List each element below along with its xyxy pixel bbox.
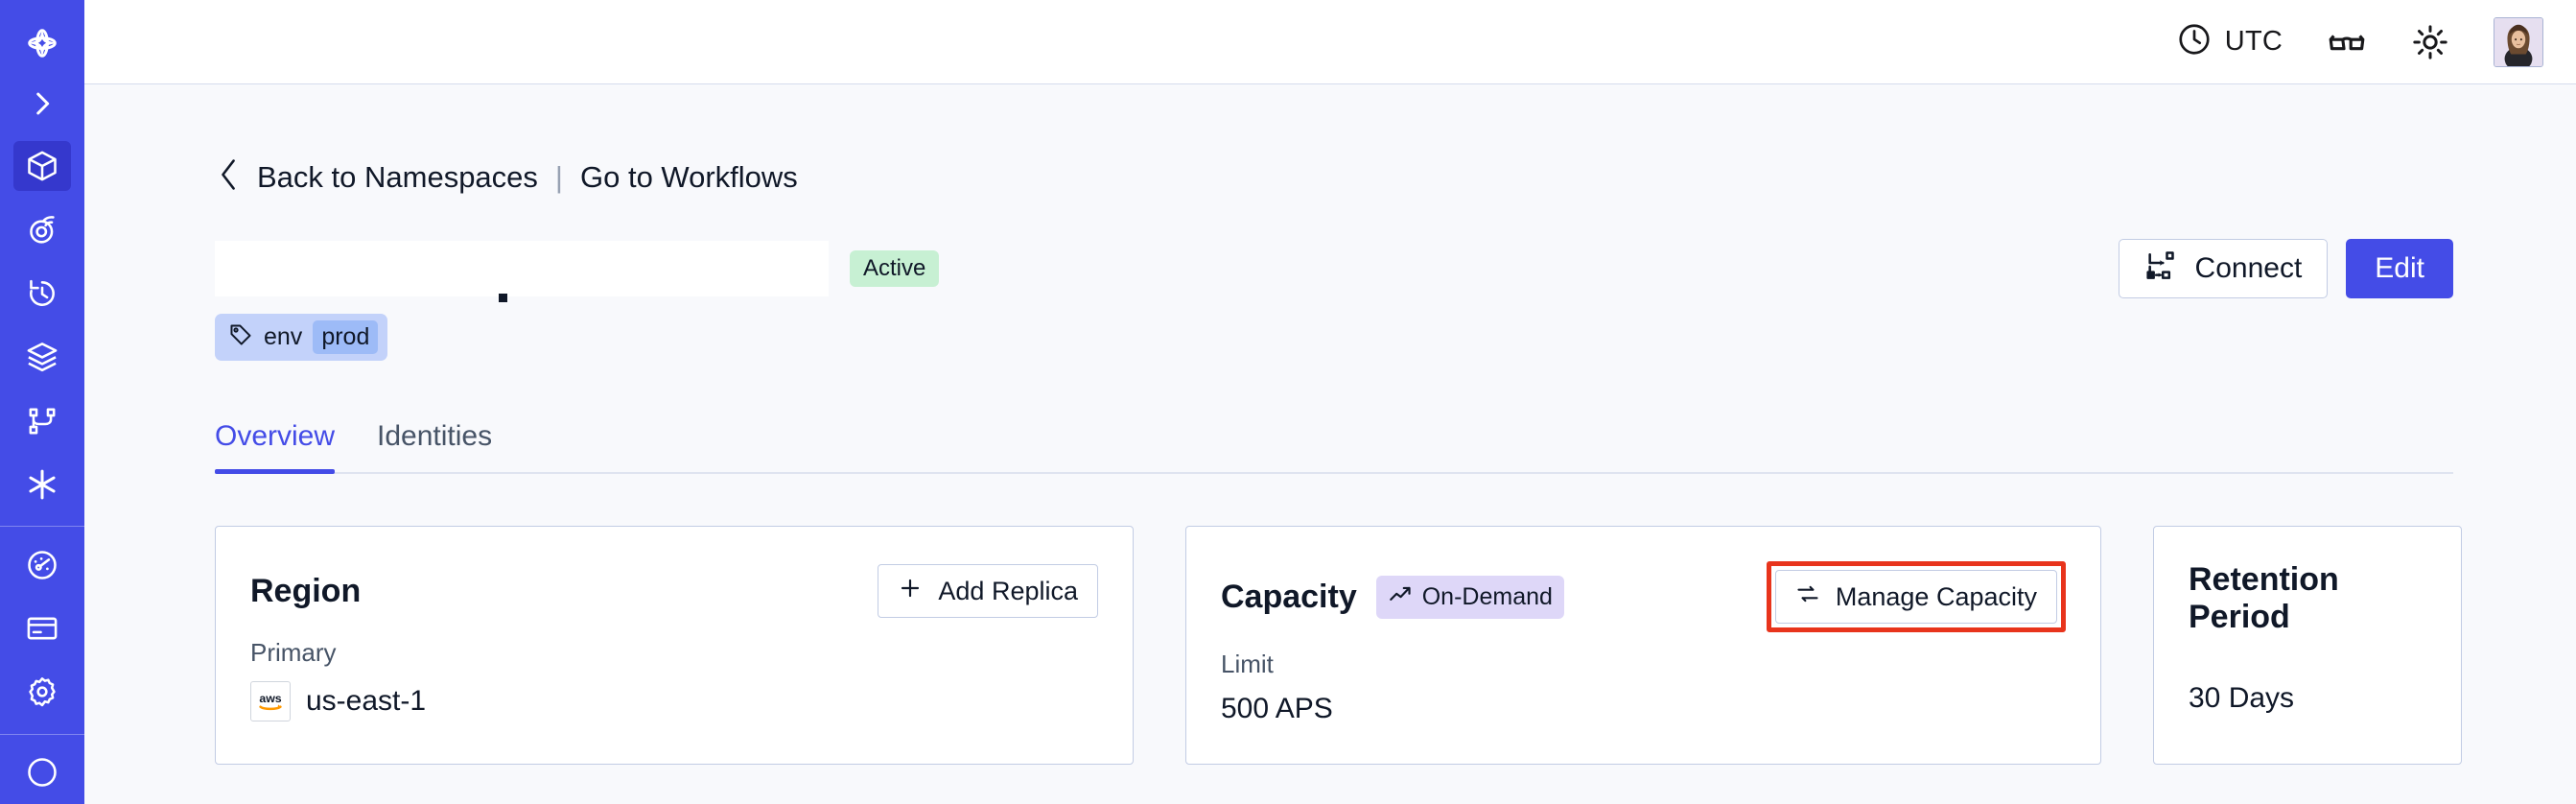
sidebar-item-settings[interactable] [13, 667, 71, 717]
tag-key: env [264, 323, 303, 350]
tab-overview[interactable]: Overview [215, 420, 336, 474]
tag-env-prod[interactable]: env prod [215, 314, 388, 361]
content-inner: Back to Namespaces | Go to Workflows Act… [84, 84, 2543, 765]
connect-button[interactable]: Connect [2118, 239, 2329, 298]
namespace-header-row: Active [215, 239, 2453, 302]
sidebar-item-history[interactable] [13, 269, 71, 319]
retention-value: 30 Days [2189, 682, 2295, 714]
region-sub-label: Primary [250, 638, 337, 667]
tag-icon [228, 322, 253, 352]
gear-icon [25, 674, 59, 709]
asterisk-icon [24, 466, 60, 503]
region-card: Region Add Replica [215, 526, 1134, 765]
git-branch-icon [26, 405, 59, 437]
retention-card: Retention Period 30 Days [2153, 526, 2462, 765]
capacity-mode-badge: On-Demand [1375, 575, 1564, 619]
sidebar-item-layers[interactable] [13, 332, 71, 382]
sidebar-item-workflows[interactable] [13, 396, 71, 446]
retention-card-header: Retention Period [2189, 561, 2426, 636]
manage-capacity-highlight: Manage Capacity [1766, 561, 2066, 632]
capacity-value: 500 APS [1221, 693, 1333, 724]
trending-up-icon [1388, 582, 1413, 612]
connect-label: Connect [2194, 252, 2303, 284]
capacity-sub-label: Limit [1221, 650, 1274, 678]
top-bar: UTC [84, 0, 2576, 84]
sidebar-item-help[interactable] [13, 747, 71, 797]
capacity-mode-label: On-Demand [1421, 582, 1553, 610]
main-column: UTC [84, 0, 2576, 804]
avatar[interactable] [2494, 16, 2543, 67]
timezone-label: UTC [2224, 26, 2283, 57]
glasses-icon[interactable] [2327, 22, 2367, 62]
namespace-tags: env prod [215, 314, 2453, 361]
gauge-icon [25, 548, 59, 582]
region-card-title: Region [250, 572, 362, 609]
manage-capacity-button[interactable]: Manage Capacity [1774, 570, 2057, 624]
add-replica-label: Add Replica [938, 576, 1078, 605]
sidebar-item-nexus[interactable] [13, 460, 71, 509]
sun-icon[interactable] [2411, 23, 2449, 61]
chevron-left-icon[interactable] [215, 155, 242, 199]
tag-value: prod [313, 320, 379, 354]
breadcrumb: Back to Namespaces | Go to Workflows [215, 84, 2453, 199]
layers-icon [25, 340, 59, 374]
sliders-icon [1795, 581, 1820, 613]
capacity-card-title: Capacity [1221, 578, 1357, 615]
radar-eye-icon [25, 213, 59, 248]
tab-identities[interactable]: Identities [377, 420, 493, 452]
edit-button[interactable]: Edit [2346, 239, 2453, 298]
overview-cards: Region Add Replica [215, 526, 2462, 765]
top-bar-actions: UTC [2176, 16, 2543, 67]
region-card-header: Region Add Replica [250, 561, 1098, 621]
sidebar-item-namespaces[interactable] [13, 140, 71, 192]
capacity-card: Capacity On-Demand [1185, 526, 2101, 765]
temporal-logo-icon[interactable] [0, 13, 84, 74]
sidebar [0, 0, 84, 804]
breadcrumb-separator: | [554, 159, 563, 194]
breadcrumb-back-link[interactable]: Back to Namespaces [257, 159, 538, 194]
region-value: us-east-1 [306, 685, 427, 717]
clock-rewind-icon [25, 276, 59, 311]
retention-card-title: Retention Period [2189, 561, 2339, 635]
sidebar-item-usage[interactable] [13, 539, 71, 589]
manage-capacity-label: Manage Capacity [1835, 581, 2037, 611]
sidebar-divider-bottom [0, 733, 84, 735]
svg-text:aws: aws [259, 692, 281, 705]
sidebar-divider [0, 526, 84, 528]
sidebar-toggle-chevron-right-icon[interactable] [0, 74, 84, 134]
cube-icon [25, 149, 59, 183]
credit-card-icon [25, 611, 59, 646]
help-circle-icon [25, 755, 59, 790]
aws-logo-icon: aws [250, 681, 291, 721]
breadcrumb-workflows-link[interactable]: Go to Workflows [579, 159, 798, 194]
capacity-card-header: Capacity On-Demand [1221, 561, 2066, 632]
namespace-title [215, 241, 829, 302]
connect-icon [2144, 248, 2177, 289]
clock-icon [2176, 21, 2213, 62]
content-area: Back to Namespaces | Go to Workflows Act… [84, 84, 2576, 804]
plus-icon [898, 576, 923, 607]
status-badge: Active [850, 250, 940, 287]
timezone-selector[interactable]: UTC [2176, 21, 2283, 62]
region-value-row: aws us-east-1 [250, 681, 1098, 721]
sidebar-item-observability[interactable] [13, 204, 71, 254]
add-replica-button[interactable]: Add Replica [878, 564, 1098, 618]
sidebar-item-billing[interactable] [13, 603, 71, 653]
tab-bar: Overview Identities [215, 420, 2453, 474]
